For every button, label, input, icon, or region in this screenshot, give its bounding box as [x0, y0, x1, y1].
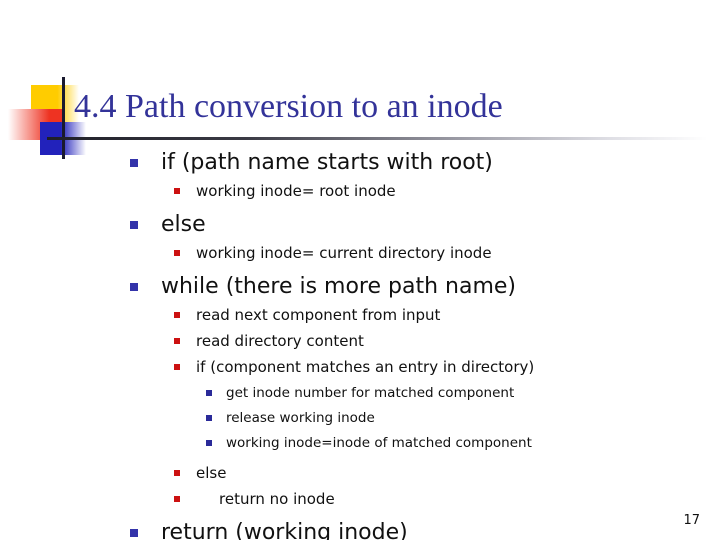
outline-item-label: release working inode — [226, 410, 375, 426]
bullet-square-icon — [130, 221, 138, 229]
outline-item-level1: if (path name starts with root) — [0, 148, 720, 179]
outline-item-level1: while (there is more path name) — [0, 272, 720, 303]
outline-item-label: get inode number for matched component — [226, 385, 515, 401]
outline-item-label: return no inode — [219, 490, 335, 508]
outline-item-label: working inode= root inode — [196, 182, 396, 200]
outline-item-label: return (working inode) — [161, 520, 408, 540]
bullet-square-icon — [174, 470, 180, 476]
bullet-square-icon — [130, 529, 138, 537]
bullet-square-icon — [206, 440, 212, 446]
outline-item-level2: return no inode — [0, 487, 720, 513]
outline-item-level2: if (component matches an entry in direct… — [0, 355, 720, 381]
outline-item-label: working inode= current directory inode — [196, 244, 492, 262]
outline-item-level2: working inode= root inode — [0, 179, 720, 205]
outline-item-level2: read next component from input — [0, 303, 720, 329]
outline-item-label: read directory content — [196, 332, 364, 350]
outline-item-label: working inode=inode of matched component — [226, 435, 532, 451]
bullet-square-icon — [130, 159, 138, 167]
bullet-square-icon — [206, 390, 212, 396]
bullet-square-icon — [206, 415, 212, 421]
bullet-square-icon — [174, 188, 180, 194]
bullet-square-icon — [174, 496, 180, 502]
outline-item-label: while (there is more path name) — [161, 274, 516, 299]
bullet-square-icon — [130, 283, 138, 291]
page-title: 4.4 Path conversion to an inode — [74, 88, 503, 125]
bullet-square-icon — [174, 364, 180, 370]
outline-item-label: if (component matches an entry in direct… — [196, 358, 535, 376]
page-number: 17 — [683, 513, 700, 528]
outline-item-label: else — [161, 212, 206, 237]
outline-item-level1: else — [0, 210, 720, 241]
outline-item-level1: return (working inode) — [0, 518, 720, 540]
outline-item-level3: get inode number for matched component — [0, 381, 720, 406]
outline-item-label: read next component from input — [196, 306, 441, 324]
bullet-square-icon — [174, 338, 180, 344]
vertical-rule — [62, 77, 65, 159]
bullet-square-icon — [174, 250, 180, 256]
outline-list: if (path name starts with root) working i… — [0, 148, 720, 540]
title-underline-rule — [47, 137, 707, 140]
outline-item-label: else — [196, 464, 227, 482]
outline-item-level3: release working inode — [0, 406, 720, 431]
outline-item-level2: working inode= current directory inode — [0, 241, 720, 267]
outline-item-level3: working inode=inode of matched component — [0, 431, 720, 456]
outline-item-label: if (path name starts with root) — [161, 150, 493, 175]
bullet-square-icon — [174, 312, 180, 318]
outline-item-level2: read directory content — [0, 329, 720, 355]
outline-item-level2: else — [0, 461, 720, 487]
